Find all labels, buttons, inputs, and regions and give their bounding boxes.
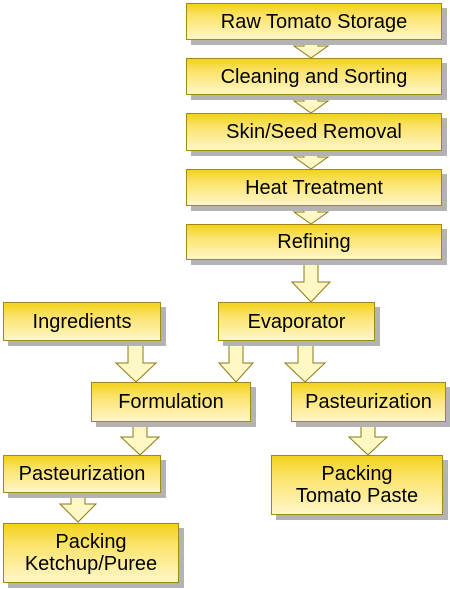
step-cleaning-and-sorting: Cleaning and Sorting xyxy=(186,58,442,95)
step-label: Formulation xyxy=(118,391,224,413)
arrow-evaporator-to-formulation xyxy=(217,339,255,383)
step-packing-ketchup-puree: Packing Ketchup/Puree xyxy=(3,523,179,583)
step-label: Evaporator xyxy=(247,310,346,333)
arrow-skin-to-heat xyxy=(292,149,330,170)
arrow-pasteurization-to-packing-ketchup xyxy=(58,491,98,523)
step-label: Raw Tomato Storage xyxy=(220,10,408,33)
arrow-heat-to-refining xyxy=(292,204,330,225)
step-ingredients: Ingredients xyxy=(3,302,161,341)
step-pasteurization-ketchup: Pasteurization xyxy=(3,455,161,493)
step-skin-seed-removal: Skin/Seed Removal xyxy=(186,113,442,151)
step-label: Pasteurization xyxy=(18,463,146,485)
arrow-pasteurization-to-packing-paste xyxy=(347,420,389,456)
step-label: Skin/Seed Removal xyxy=(226,121,402,143)
step-packing-tomato-paste: Packing Tomato Paste xyxy=(271,455,443,515)
step-label: Packing Ketchup/Puree xyxy=(24,531,158,575)
step-label: Ingredients xyxy=(32,310,132,333)
arrow-cleaning-to-skin xyxy=(292,93,330,114)
step-label: Heat Treatment xyxy=(245,176,383,199)
step-label: Pasteurization xyxy=(305,391,432,413)
arrow-evaporator-to-pasteurization xyxy=(283,339,327,383)
step-pasteurization-paste: Pasteurization xyxy=(291,382,446,422)
step-raw-tomato-storage: Raw Tomato Storage xyxy=(186,3,442,40)
step-refining: Refining xyxy=(186,224,442,260)
arrow-ingredients-to-formulation xyxy=(114,339,158,383)
step-label: Cleaning and Sorting xyxy=(220,65,408,88)
step-heat-treatment: Heat Treatment xyxy=(186,169,442,206)
step-evaporator: Evaporator xyxy=(218,302,375,341)
arrow-refining-to-evaporator xyxy=(290,258,332,303)
step-formulation: Formulation xyxy=(91,382,251,422)
arrow-storage-to-cleaning xyxy=(292,38,330,59)
step-label: Refining xyxy=(277,231,351,253)
step-label: Packing Tomato Paste xyxy=(295,463,419,507)
arrow-formulation-to-pasteurization xyxy=(119,420,161,456)
